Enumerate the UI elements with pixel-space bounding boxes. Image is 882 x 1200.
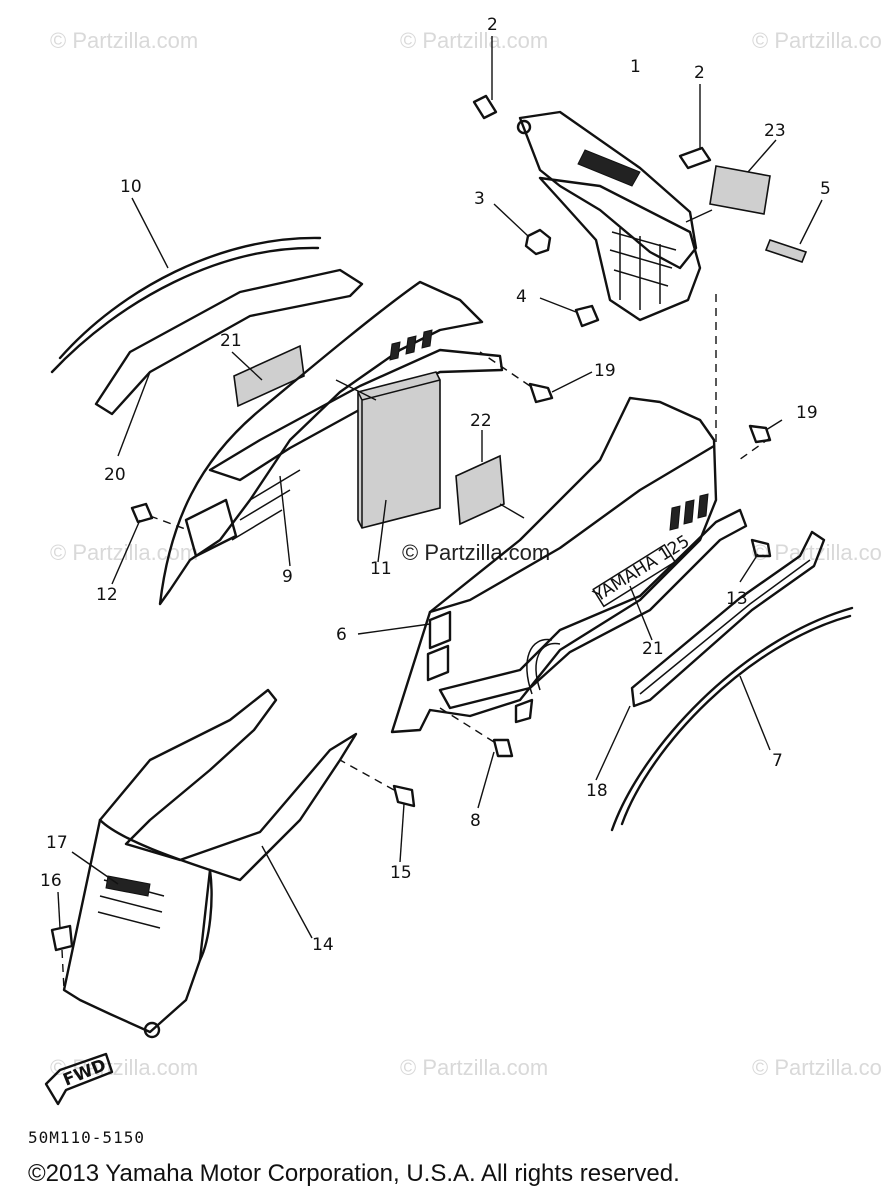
callout-6: 6 xyxy=(336,625,347,645)
part-19-bolt-right xyxy=(735,419,783,463)
watermark-top-center: © Partzilla.com xyxy=(400,28,548,53)
callout-22: 22 xyxy=(470,411,492,431)
callout-23: 23 xyxy=(764,121,786,141)
part-7-side-molding-right xyxy=(610,606,854,832)
part-18-trim-strip-right xyxy=(595,530,826,781)
part-21-label-left xyxy=(231,344,305,408)
callout-18: 18 xyxy=(586,781,608,801)
callout-5: 5 xyxy=(820,179,831,199)
callout-13: 13 xyxy=(726,589,748,609)
part-12-bolt xyxy=(111,502,189,585)
part-8-bolt xyxy=(439,707,514,809)
watermark-bottom-right: © Partzilla.com xyxy=(752,1055,882,1080)
part-3-nut xyxy=(493,203,552,256)
callout-19-right: 19 xyxy=(796,403,818,423)
callout-8: 8 xyxy=(470,811,481,831)
callout-17: 17 xyxy=(46,833,68,853)
watermark-bottom-left: © Partzilla.com xyxy=(50,1055,198,1080)
watermark-top-left: © Partzilla.com xyxy=(50,28,198,53)
callout-7: 7 xyxy=(772,751,783,771)
part-21-label-right xyxy=(629,585,653,641)
callout-12: 12 xyxy=(96,585,118,605)
drawing-code: 50M110-5150 xyxy=(28,1128,145,1147)
part-2-bolt-right xyxy=(678,84,712,170)
part-20-trim-strip xyxy=(94,268,364,457)
part-15-bolt xyxy=(339,759,416,863)
part-4-clip xyxy=(539,297,600,328)
part-2-bolt-left xyxy=(472,36,498,120)
callout-numbers: 1 2 2 3 4 5 6 7 8 9 10 11 12 13 14 15 16… xyxy=(40,15,831,955)
callout-14: 14 xyxy=(312,935,334,955)
watermark-mid-left: © Partzilla.com xyxy=(50,540,198,565)
callout-9: 9 xyxy=(282,567,293,587)
callout-2-left: 2 xyxy=(487,15,498,35)
part-23-label xyxy=(685,139,777,223)
callout-21-right: 21 xyxy=(642,639,664,659)
watermark-layer: © Partzilla.com © Partzilla.com © Partzi… xyxy=(50,28,882,1080)
callout-10: 10 xyxy=(120,177,142,197)
part-10-side-molding xyxy=(50,197,322,374)
callout-2-right: 2 xyxy=(694,63,705,83)
part-1-rear-cover xyxy=(516,110,702,322)
copyright-notice: ©2013 Yamaha Motor Corporation, U.S.A. A… xyxy=(28,1160,680,1187)
part-11-sponge-pad xyxy=(335,371,441,563)
part-9-left-side-cover xyxy=(158,280,504,606)
part-13-bolt xyxy=(739,538,772,583)
callout-15: 15 xyxy=(390,863,412,883)
callout-19-upper: 19 xyxy=(594,361,616,381)
callout-1: 1 xyxy=(630,57,641,77)
part-19-bolt-upper xyxy=(479,351,593,404)
part-22-label xyxy=(455,430,525,526)
part-14-front-leg-shield xyxy=(62,688,358,1039)
watermark-top-right: © Partzilla.com xyxy=(752,28,882,53)
callout-21-left: 21 xyxy=(220,331,242,351)
watermark-bottom-center: © Partzilla.com xyxy=(400,1055,548,1080)
watermark-mid-center: © Partzilla.com xyxy=(402,540,550,565)
callout-16: 16 xyxy=(40,871,62,891)
part-16-bolt xyxy=(50,891,74,991)
part-5-emblem xyxy=(764,199,823,263)
callout-4: 4 xyxy=(516,287,527,307)
callout-11: 11 xyxy=(370,559,392,579)
callout-20: 20 xyxy=(104,465,126,485)
callout-3: 3 xyxy=(474,189,485,209)
